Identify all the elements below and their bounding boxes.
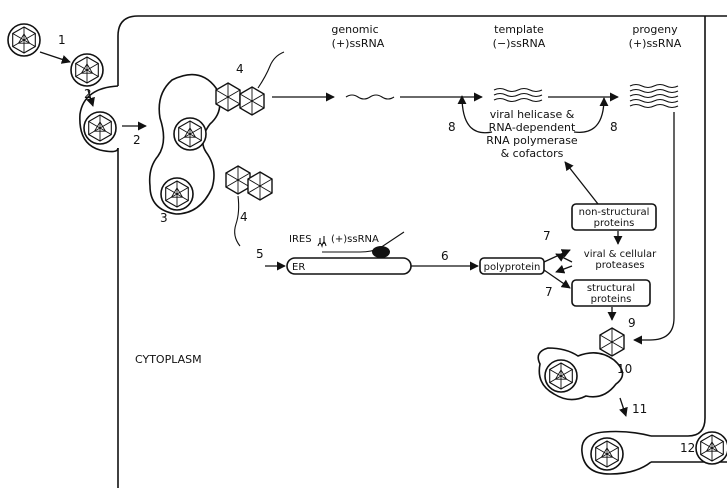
step-number-2a: 2 <box>84 87 92 101</box>
step-number-6: 6 <box>441 249 449 263</box>
ires-label: IRES <box>289 234 312 245</box>
capsid-uncoating-icon-3 <box>226 166 250 194</box>
cell-membrane-right <box>651 16 705 436</box>
progeny-label: progeny <box>632 23 678 36</box>
protease-feedback-arrow-1 <box>556 254 572 262</box>
genomic-type-label: (+)ssRNA <box>332 37 385 50</box>
er-label: ER <box>292 262 305 273</box>
template-rna-strands <box>494 89 542 102</box>
progeny-rna-strands <box>630 85 678 108</box>
virion-released-icon <box>696 432 727 464</box>
enzyme-label-line-1: viral helicase & <box>490 108 575 121</box>
capsid-uncoating-icon-2 <box>240 87 264 115</box>
structural-label-line-1: structural <box>587 283 635 294</box>
template-label: template <box>494 23 544 36</box>
proteases-label-line-1: viral & cellular <box>584 249 657 260</box>
genomic-rna-wave <box>346 95 394 99</box>
step-number-7b: 7 <box>545 285 553 299</box>
arrow-to-nonstructural <box>544 250 570 262</box>
step-number-3: 3 <box>160 211 168 225</box>
ires-structure-icon <box>318 236 326 246</box>
proteases-label-line-2: proteases <box>595 260 644 271</box>
replication-loop-arrow-right <box>574 98 604 132</box>
capsid-uncoating-icon-1 <box>216 83 240 111</box>
step-number-12: 12 <box>680 441 695 455</box>
enzyme-label-line-2: RNA-dependent <box>489 121 576 134</box>
step-number-11: 11 <box>632 402 647 416</box>
ribosome-icon <box>372 246 390 258</box>
step-number-5: 5 <box>256 247 264 261</box>
replication-loop-arrow-left <box>462 96 492 133</box>
step-number-1: 1 <box>58 33 66 47</box>
nonstructural-label-line-1: non-structural <box>579 207 650 218</box>
assembling-capsid-icon <box>600 328 624 356</box>
arrow-attachment <box>40 52 70 62</box>
step-number-4a: 4 <box>236 62 244 76</box>
progeny-type-label: (+)ssRNA <box>629 37 682 50</box>
capsid-uncoating-icon-4 <box>248 172 272 200</box>
virion-bound-icon <box>71 54 103 86</box>
virion-endosome-icon-1 <box>174 118 206 150</box>
mrna-type-label: (+)ssRNA <box>331 234 379 245</box>
virion-entering-icon <box>84 112 116 144</box>
template-type-label: (−)ssRNA <box>493 37 546 50</box>
virion-endosome-icon-2 <box>161 178 193 210</box>
nonstructural-label-line-2: proteins <box>594 218 635 229</box>
er-membrane <box>287 258 411 274</box>
step-number-8b: 8 <box>610 120 618 134</box>
enzyme-label-line-3: RNA polymerase <box>486 134 578 147</box>
arrow-nonstructural-to-enzymes <box>565 162 598 204</box>
virion-vesicle-icon <box>545 360 577 392</box>
step-number-10: 10 <box>617 362 632 376</box>
cytoplasm-label: CYTOPLASM <box>135 353 202 366</box>
structural-label-line-2: proteins <box>591 294 632 305</box>
step-number-4b: 4 <box>240 210 248 224</box>
step-number-9: 9 <box>628 316 636 330</box>
step-number-8a: 8 <box>448 120 456 134</box>
released-rna-1 <box>258 52 284 88</box>
step-number-2b: 2 <box>133 133 141 147</box>
arrow-to-exocytosis <box>620 398 626 416</box>
step-number-7a: 7 <box>543 229 551 243</box>
genomic-label: genomic <box>331 23 378 36</box>
enzyme-label-line-4: & cofactors <box>501 147 564 160</box>
virion-exocytosis-icon <box>591 438 623 470</box>
protease-feedback-arrow-2 <box>556 266 572 272</box>
polyprotein-label: polyprotein <box>484 262 541 273</box>
virion-free-icon <box>8 24 40 56</box>
